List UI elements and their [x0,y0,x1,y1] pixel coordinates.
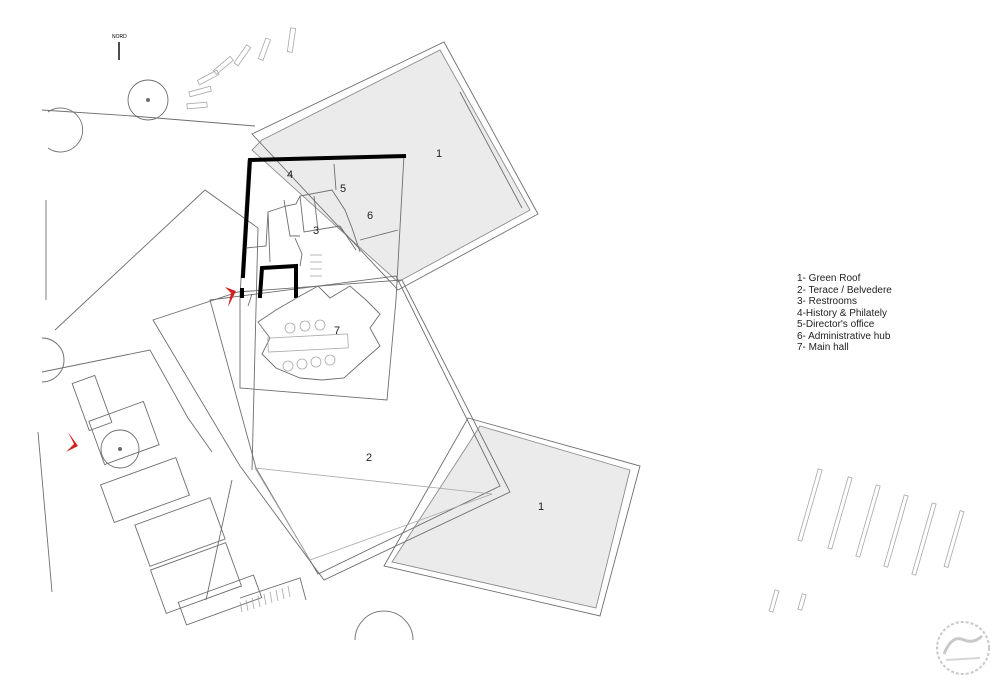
room-label-5: 5 [340,183,346,195]
room-label-2: 2 [366,452,372,464]
room-label-7: 7 [334,325,340,337]
parking-strips [768,468,965,613]
legend-item: 3- Restrooms [797,296,858,307]
legend-item: 2- Terace / Belvedere [797,284,892,296]
legend-item: 6- Administrative hub [797,330,891,342]
plaza-circles [41,79,414,641]
archdaily-watermark-icon [936,621,990,675]
terrace-belvedere [152,227,511,581]
room-label-1-bottom: 1 [538,501,544,513]
north-label: NORD [112,34,127,40]
entry-marker [225,287,236,307]
room-label-6: 6 [367,210,373,222]
legend-item: 1- Green Roof [797,273,861,284]
green-roof-bottom [383,417,641,617]
room-label-4: 4 [287,169,293,181]
stairs-bottom [239,585,291,613]
room-label-1-top: 1 [436,148,442,160]
radial-benches [186,27,297,110]
main-hall [257,285,381,381]
entry-markers [66,287,236,452]
legend-item: 7- Main hall [797,342,849,353]
site-outline-left [37,109,307,626]
seating-rows [267,319,349,372]
room-legend: 1- Green Roof 2- Terace / Belvedere 3- R… [797,273,892,354]
entry-marker [66,432,78,452]
building-core [239,153,407,401]
legend-item: 5-Director's office [797,319,875,330]
green-roof-top [251,41,539,291]
north-arrow: NORD [112,34,127,60]
room-label-3: 3 [313,225,319,237]
legend-item: 4-History & Philately [797,307,888,319]
